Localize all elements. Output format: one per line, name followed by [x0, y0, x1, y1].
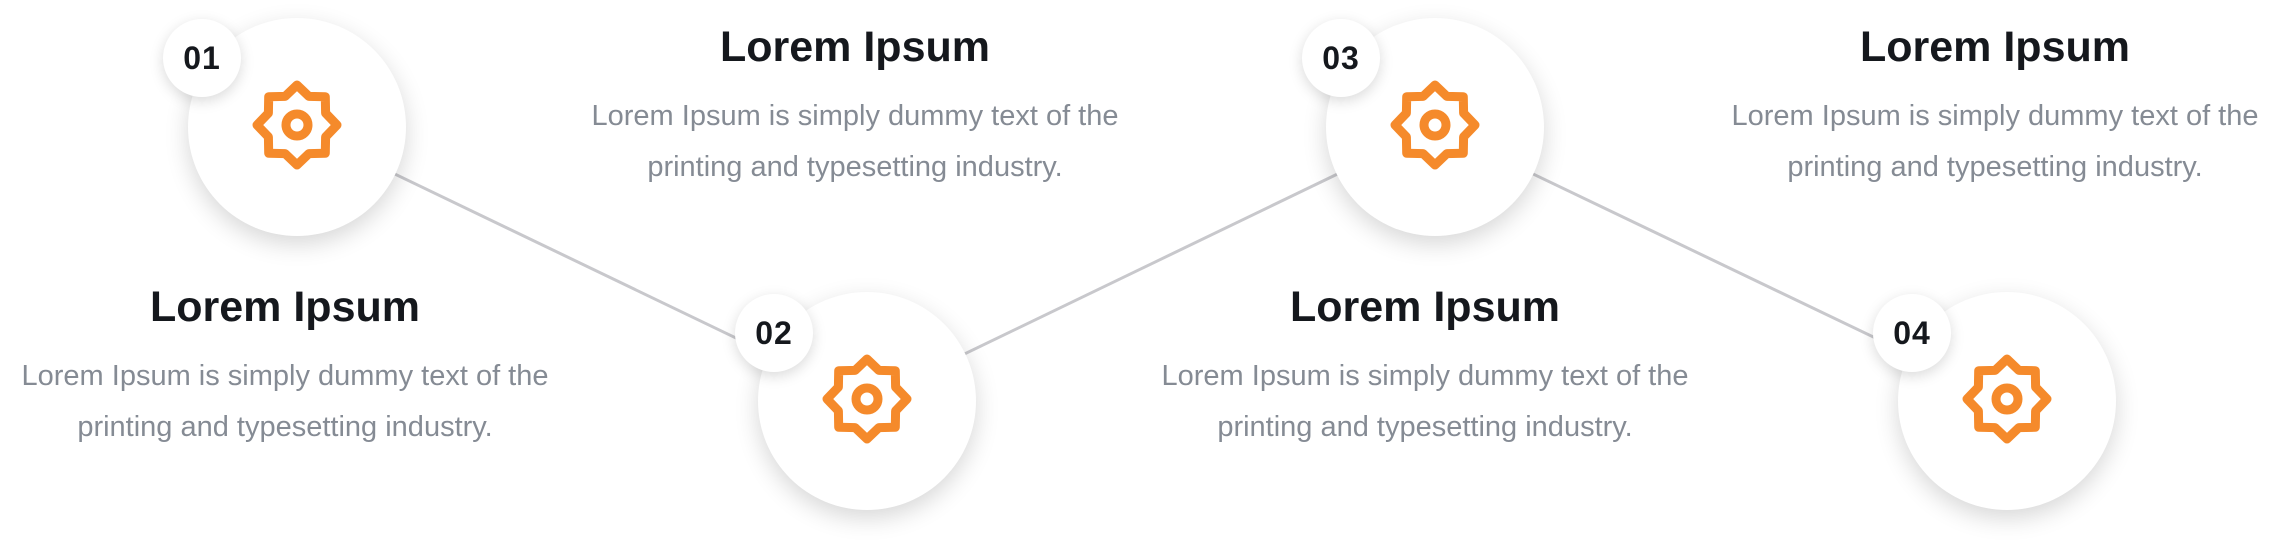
step-2-title: Lorem Ipsum	[720, 23, 990, 71]
step-4-text: Lorem Ipsum Lorem Ipsum is simply dummy …	[1715, 17, 2275, 193]
step-3-description: Lorem Ipsum is simply dummy text of the …	[1161, 360, 1689, 443]
step-4-number: 04	[1873, 294, 1951, 372]
gear-icon	[817, 349, 917, 454]
step-3-number: 03	[1302, 19, 1380, 97]
step-3-title: Lorem Ipsum	[1290, 283, 1560, 331]
step-1-description: Lorem Ipsum is simply dummy text of the …	[21, 360, 549, 443]
gear-icon	[247, 75, 347, 180]
step-3-text: Lorem Ipsum Lorem Ipsum is simply dummy …	[1145, 277, 1705, 453]
gear-icon	[1385, 75, 1485, 180]
step-2-text: Lorem Ipsum Lorem Ipsum is simply dummy …	[575, 17, 1135, 193]
step-2-description: Lorem Ipsum is simply dummy text of the …	[591, 100, 1119, 183]
gear-icon	[1957, 349, 2057, 454]
step-1-title: Lorem Ipsum	[150, 283, 420, 331]
step-4-description: Lorem Ipsum is simply dummy text of the …	[1731, 100, 2259, 183]
step-4-title: Lorem Ipsum	[1860, 23, 2130, 71]
step-1-number: 01	[163, 19, 241, 97]
step-4-circle	[1898, 292, 2116, 510]
step-2-number: 02	[735, 294, 813, 372]
step-1-text: Lorem Ipsum Lorem Ipsum is simply dummy …	[5, 277, 565, 453]
